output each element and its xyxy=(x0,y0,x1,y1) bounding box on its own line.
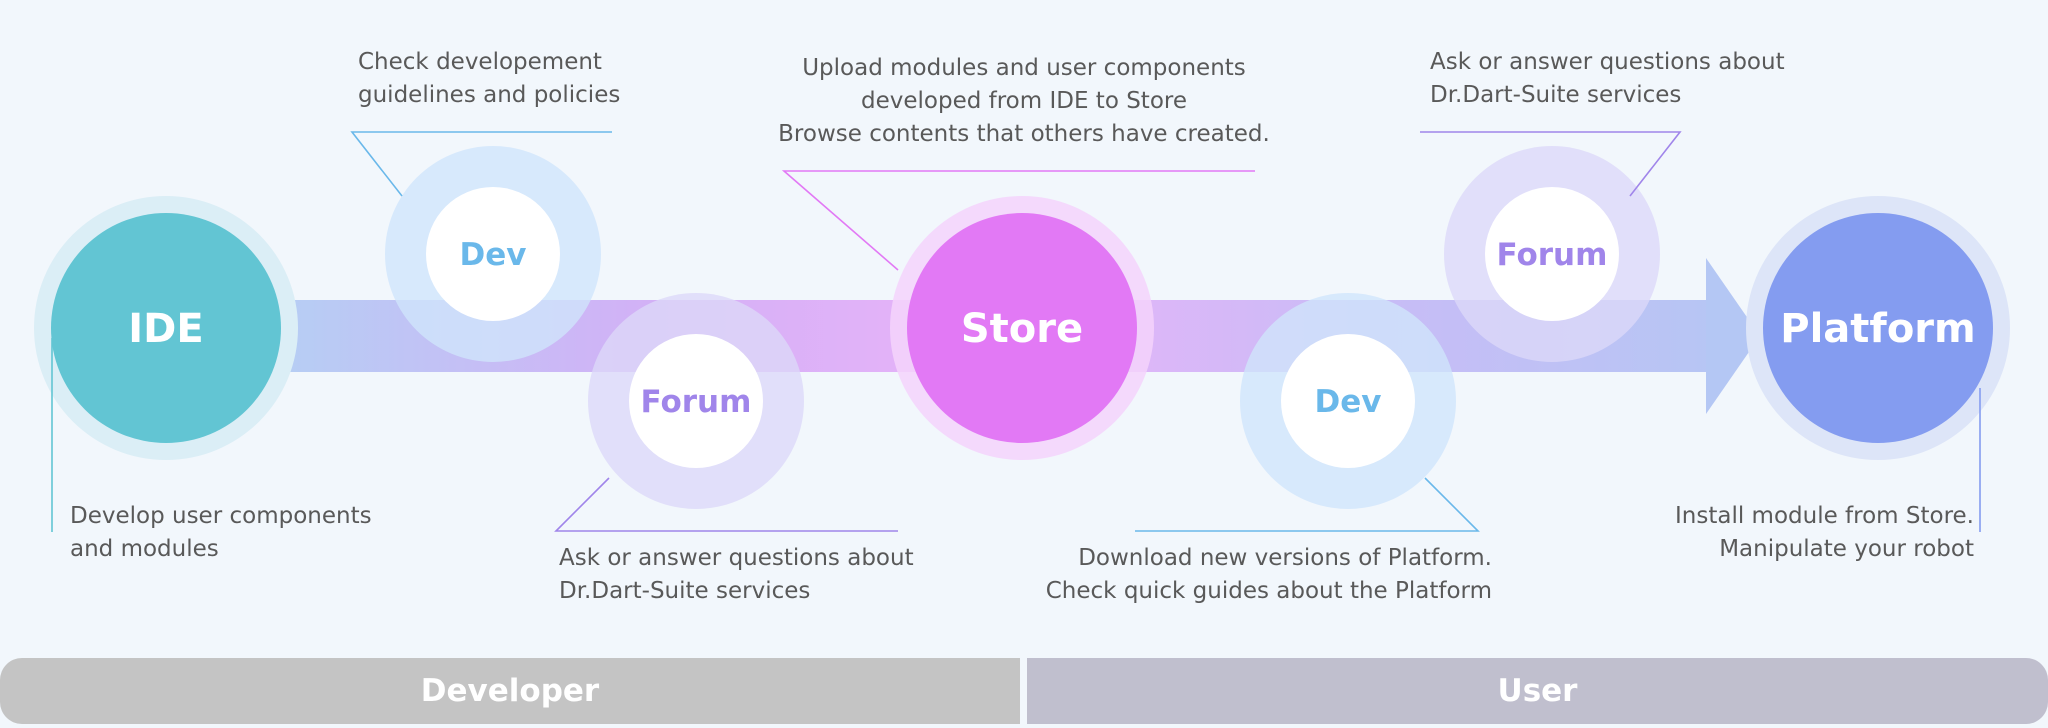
dev-bottom-label: Dev xyxy=(1315,384,1382,420)
developer-role-bar: Developer xyxy=(0,658,1020,724)
store-label: Store xyxy=(961,306,1083,352)
ide-label: IDE xyxy=(128,306,203,352)
dev-top-note: Check developement guidelines and polici… xyxy=(358,49,621,108)
ide-node: IDE xyxy=(34,196,298,460)
forum-top-callout-line xyxy=(1420,131,1682,197)
forum-bottom-label: Forum xyxy=(641,384,752,420)
forum-top-node: Forum xyxy=(1444,146,1660,362)
dev-bottom-note: Download new versions of Platform. Check… xyxy=(1045,545,1492,604)
platform-note: Install module from Store. Manipulate yo… xyxy=(1675,503,1974,562)
forum-top-note: Ask or answer questions about Dr.Dart-Su… xyxy=(1430,49,1785,108)
platform-node: Platform xyxy=(1746,196,2010,460)
dev-top-callout-line xyxy=(350,131,612,197)
user-role-label: User xyxy=(1497,673,1578,709)
dev-top-node: Dev xyxy=(385,146,601,362)
dev-top-label: Dev xyxy=(460,237,527,273)
dev-bottom-callout-line xyxy=(1135,477,1480,532)
callout-lines xyxy=(51,131,1981,532)
user-role-bar: User xyxy=(1027,658,2048,724)
ide-note: Develop user components and modules xyxy=(70,503,372,562)
store-node: Store xyxy=(890,196,1154,460)
developer-role-label: Developer xyxy=(420,673,600,709)
forum-top-label: Forum xyxy=(1497,237,1608,273)
forum-bottom-note: Ask or answer questions about Dr.Dart-Su… xyxy=(559,545,914,604)
dev-bottom-node: Dev xyxy=(1240,293,1456,509)
platform-label: Platform xyxy=(1780,306,1975,352)
store-note: Upload modules and user components devel… xyxy=(778,55,1270,147)
store-callout-line xyxy=(781,170,1255,271)
forum-bottom-node: Forum xyxy=(588,293,804,509)
forum-bottom-callout-line xyxy=(554,477,898,532)
